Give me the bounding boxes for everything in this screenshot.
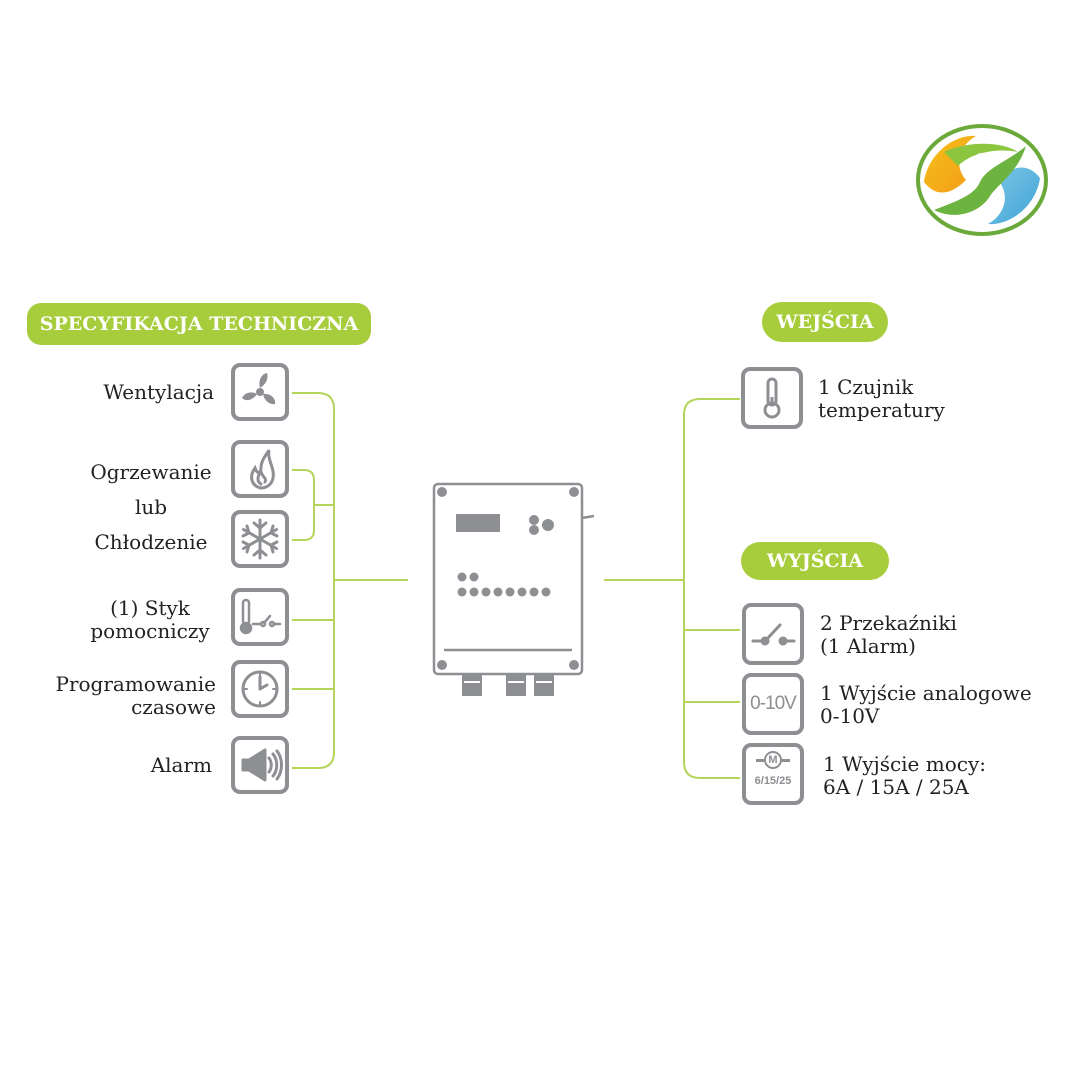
controller-device	[430, 482, 600, 702]
timer-label: Programowanie czasowe	[55, 673, 216, 719]
power-output-label: 1 Wyjście mocy: 6A / 15A / 25A	[823, 753, 986, 799]
motor-symbol: M	[756, 751, 790, 769]
cooling-label: Chłodzenie	[94, 530, 208, 554]
flame-icon	[231, 440, 289, 498]
contact-line1: (1) Styk	[110, 596, 190, 620]
timer-line2: czasowe	[131, 695, 216, 719]
temp-sensor-label: 1 Czujnik temperatury	[818, 376, 945, 422]
or-label: lub	[134, 495, 168, 519]
alarm-label: Alarm	[150, 753, 212, 777]
thermometer-icon	[741, 367, 803, 429]
clock-icon	[231, 660, 289, 718]
outputs-header: WYJŚCIA	[741, 542, 889, 580]
relays-label: 2 Przekaźniki (1 Alarm)	[820, 612, 957, 658]
spec-header: SPECYFIKACJA TECHNICZNA	[27, 303, 371, 345]
analog-output-label: 1 Wyjście analogowe 0-10V	[820, 682, 1032, 728]
megaphone-icon	[231, 736, 289, 794]
aux-contact-icon	[231, 588, 289, 646]
power-icon-text: 6/15/25	[754, 775, 792, 787]
power-line2: 6A / 15A / 25A	[823, 775, 969, 799]
contact-label: (1) Styk pomocniczy	[80, 597, 220, 643]
motor-power-icon: M 6/15/25	[742, 743, 804, 805]
motor-text: M	[764, 751, 782, 769]
contact-line2: pomocniczy	[90, 619, 210, 643]
analog-icon-text: 0-10V	[750, 693, 797, 714]
heating-label: Ogrzewanie	[90, 460, 212, 484]
snowflake-icon	[231, 510, 289, 568]
ventilation-label: Wentylacja	[103, 380, 214, 404]
logo	[914, 122, 1050, 238]
temp-sensor-line2: temperatury	[818, 398, 945, 422]
analog-line2: 0-10V	[820, 704, 880, 728]
relays-line1: 2 Przekaźniki	[820, 611, 957, 635]
analog-output-icon: 0-10V	[742, 673, 804, 735]
fan-icon	[231, 363, 289, 421]
temp-sensor-line1: 1 Czujnik	[818, 375, 914, 399]
timer-line1: Programowanie	[55, 672, 216, 696]
relay-icon	[742, 603, 804, 665]
power-line1: 1 Wyjście mocy:	[823, 752, 986, 776]
relays-line2: (1 Alarm)	[820, 634, 916, 658]
inputs-header: WEJŚCIA	[762, 302, 888, 342]
analog-line1: 1 Wyjście analogowe	[820, 681, 1032, 705]
